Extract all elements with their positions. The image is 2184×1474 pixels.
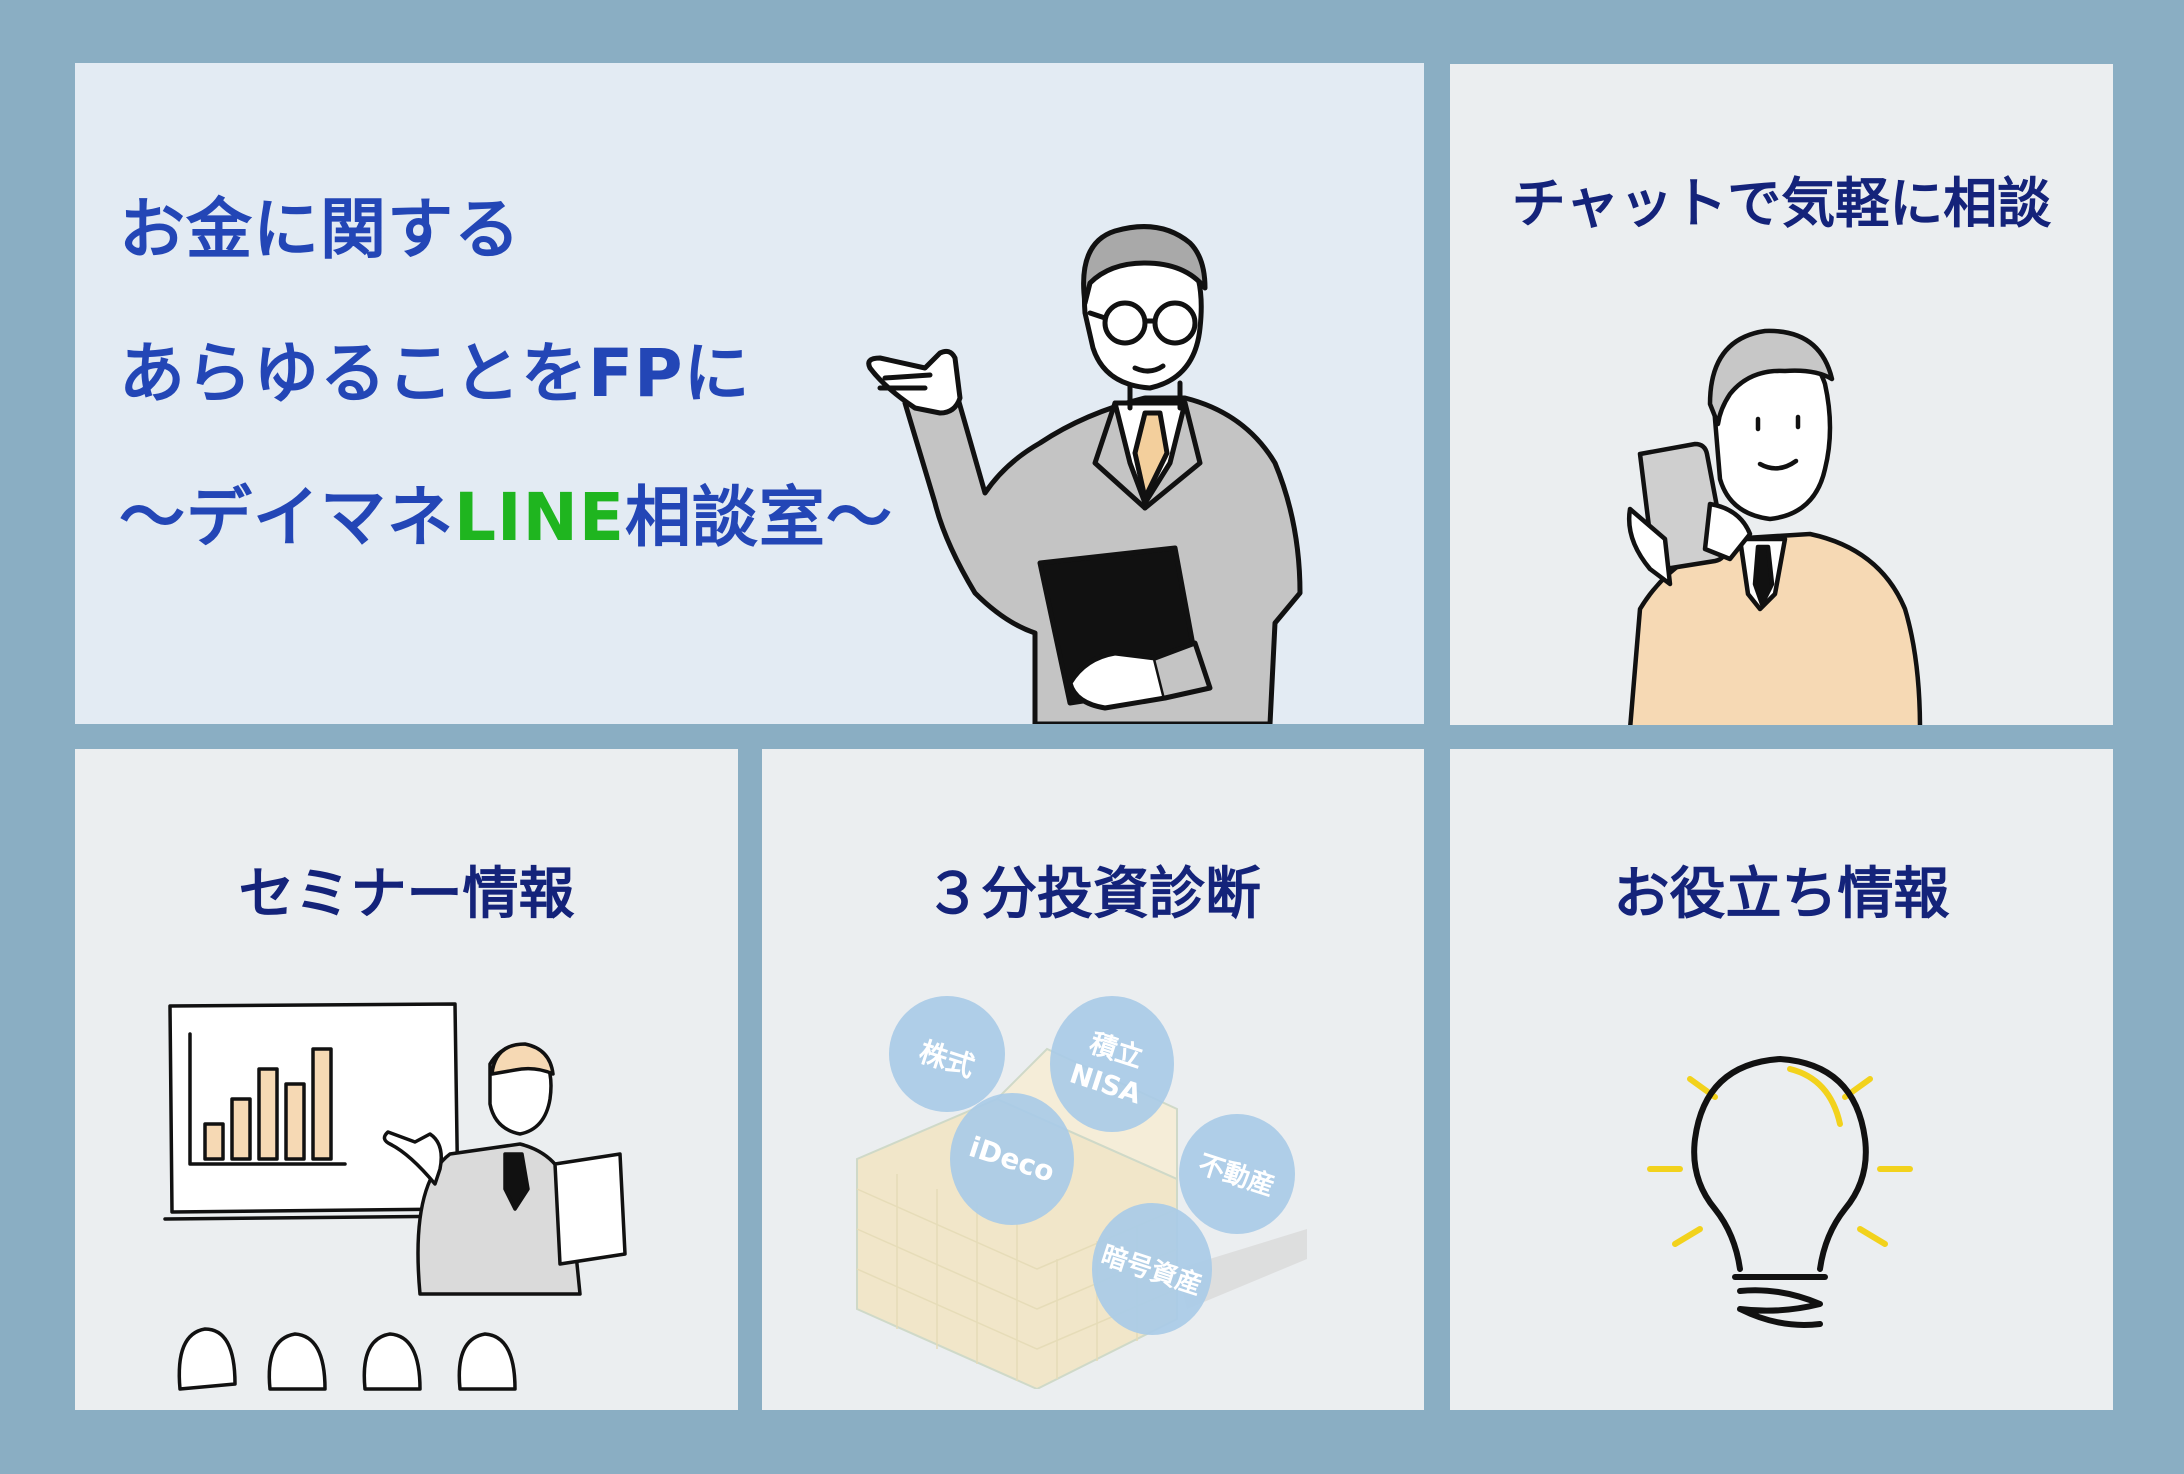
nisa-bubble xyxy=(1050,996,1174,1132)
chat-tile-title: チャットで気軽に相談 xyxy=(1511,172,2052,235)
hero-banner[interactable]: お金に関する あらゆることをFPに ～デイマネLINE相談室～ xyxy=(75,63,1424,724)
investment-diagnosis-tile[interactable]: ３分投資診断 株式 積立 NISA iDeco 不動産 暗号資産 xyxy=(762,749,1424,1410)
seminar-info-tile[interactable]: セミナー情報 xyxy=(75,749,738,1410)
ideco-bubble xyxy=(950,1093,1074,1225)
stocks-bubble xyxy=(889,996,1005,1112)
chat-consult-tile[interactable]: チャットで気軽に相談 xyxy=(1450,64,2113,725)
seminar-illustration xyxy=(163,1002,627,1391)
seminar-tile-title: セミナー情報 xyxy=(238,862,575,927)
hero-line-3-prefix: ～デイマネ xyxy=(119,479,454,556)
realestate-bubble xyxy=(1179,1114,1295,1234)
tips-tile-title: お役立ち情報 xyxy=(1613,862,1950,927)
useful-info-tile[interactable]: お役立ち情報 xyxy=(1450,749,2113,1410)
hero-line-2: あらゆることをFPに xyxy=(119,335,751,412)
investment-assets-illustration: 株式 積立 NISA iDeco 不動産 暗号資産 xyxy=(856,996,1307,1389)
advisor-illustration xyxy=(866,224,1303,724)
hero-line-3-suffix: 相談室～ xyxy=(624,479,893,556)
diagnosis-tile-title: ３分投資診断 xyxy=(925,862,1261,927)
hero-line-3: ～デイマネLINE相談室～ xyxy=(119,446,893,590)
crypto-bubble xyxy=(1092,1203,1212,1335)
lightbulb-icon xyxy=(1647,1056,1913,1328)
hero-line-1: お金に関する xyxy=(119,191,521,268)
line-brand-text: LINE xyxy=(454,479,625,556)
hero-heading: お金に関する あらゆることをFPに ～デイマネLINE相談室～ xyxy=(119,158,893,590)
chat-person-illustration xyxy=(1627,328,1923,725)
